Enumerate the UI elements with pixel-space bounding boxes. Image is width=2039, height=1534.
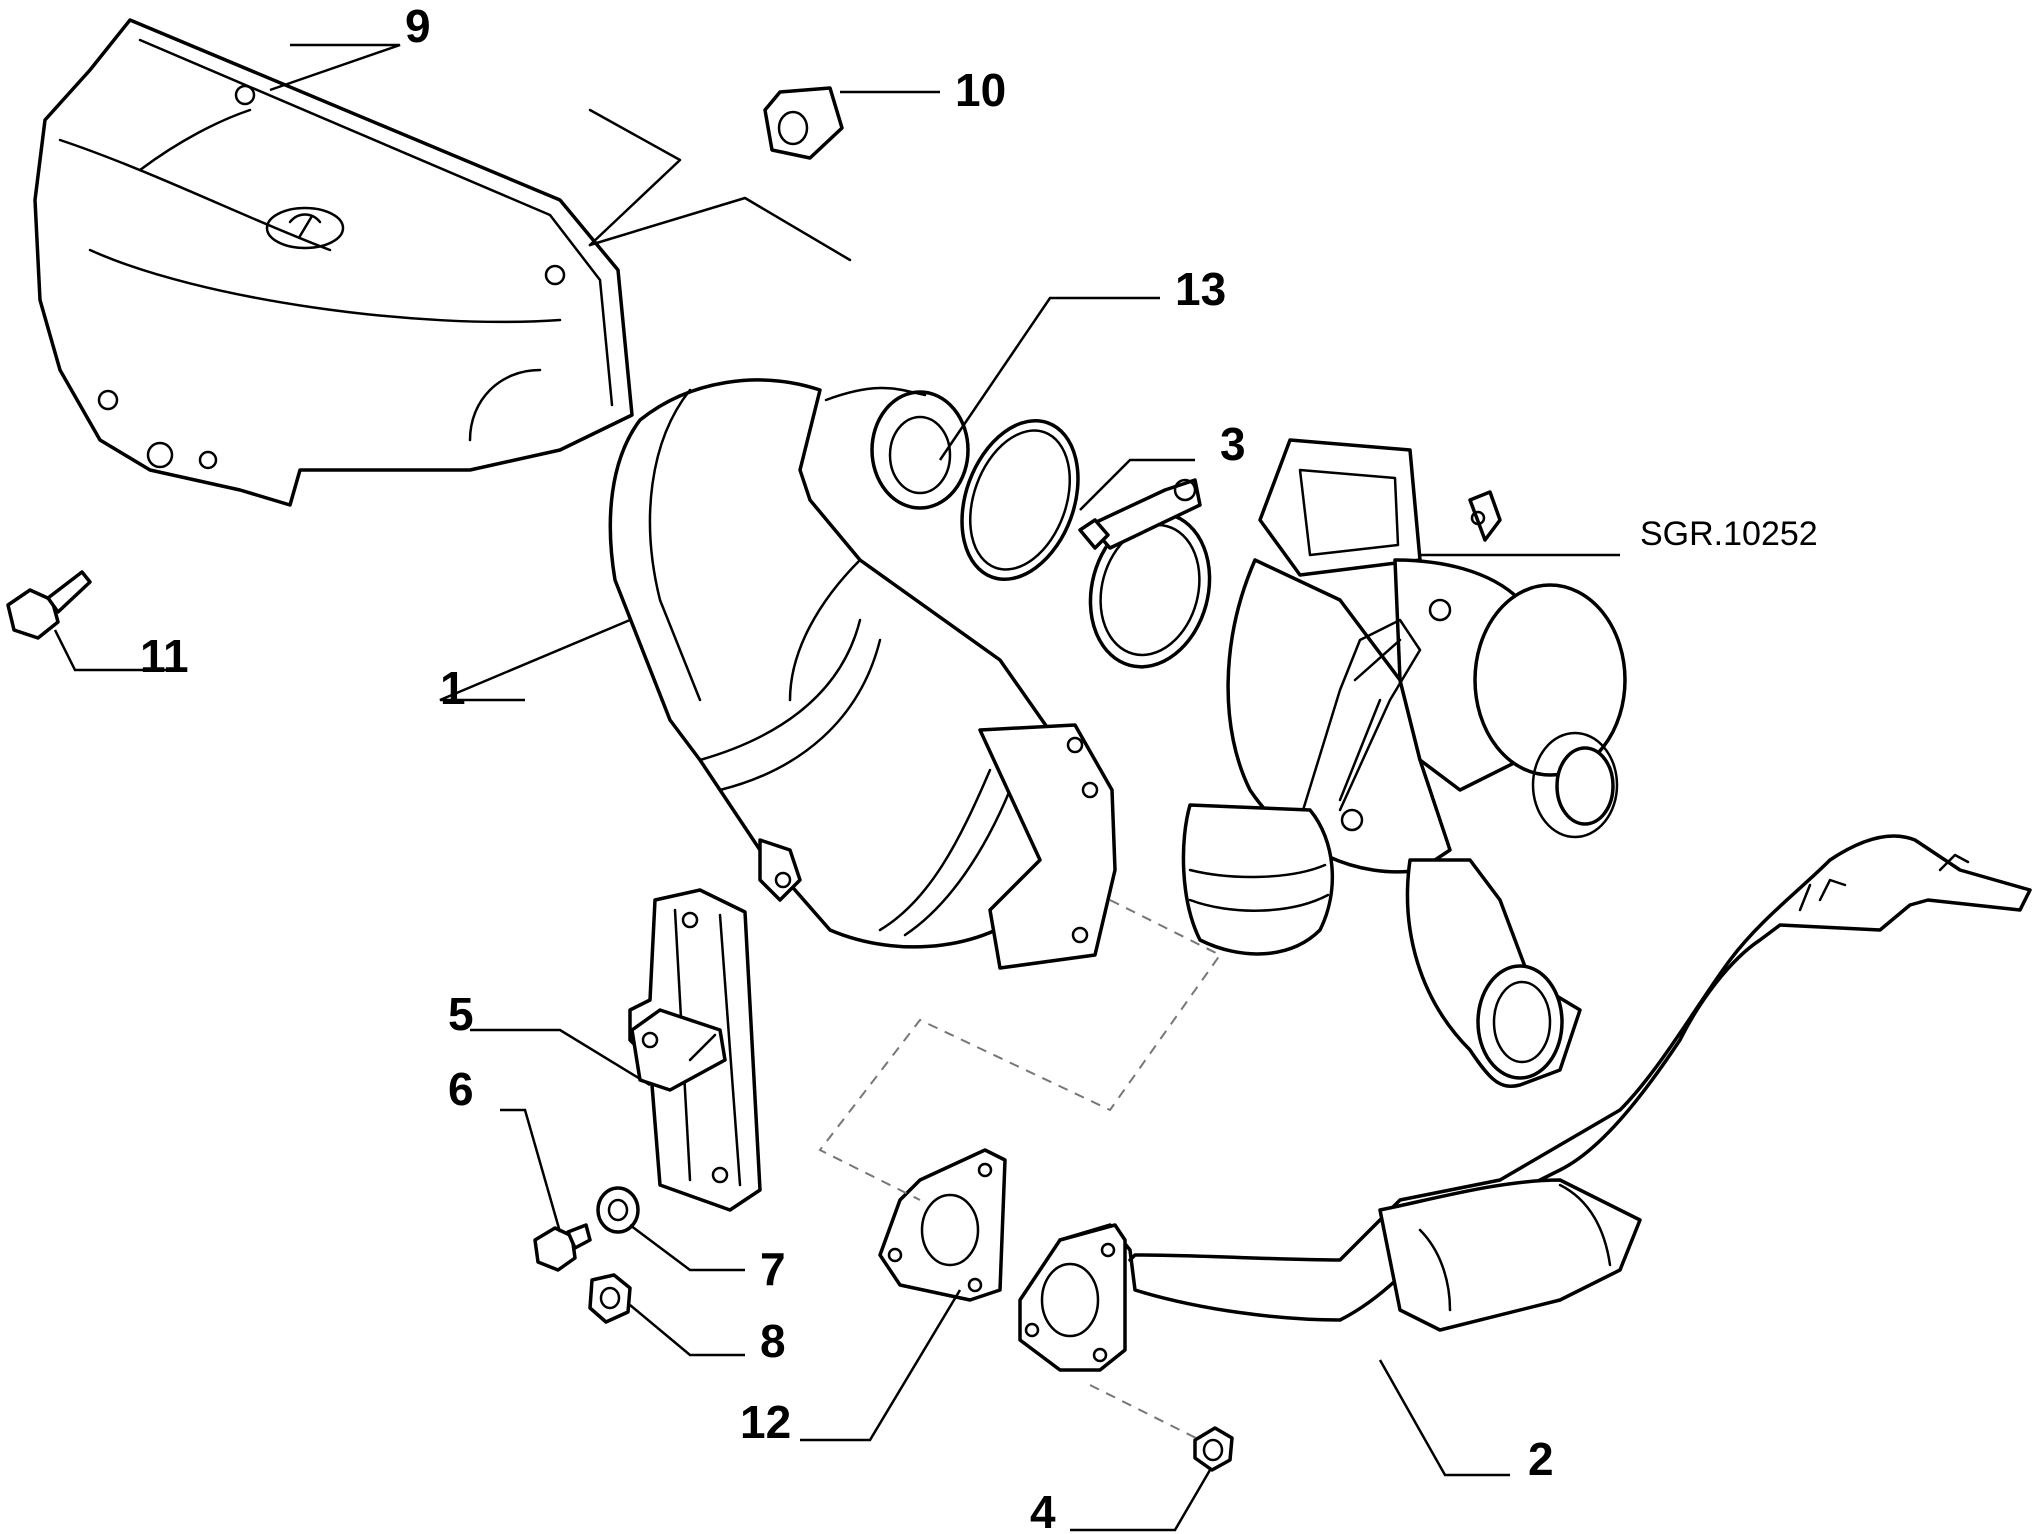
- callout-leader-lines: [53, 43, 1620, 1532]
- assembly-arrow-lines: [588, 108, 852, 262]
- callout-1: 1: [440, 662, 466, 714]
- front-exhaust-pipe-part[interactable]: [1018, 834, 2032, 1372]
- catalytic-converter-part[interactable]: [608, 378, 1117, 970]
- callout-12: 12: [740, 1396, 791, 1448]
- bracket-part[interactable]: [628, 888, 762, 1212]
- clamp-part[interactable]: [1074, 478, 1226, 680]
- callout-labels: 9 10 13 3 SGR.10252 11 1 5 6 7 8 12 2 4: [140, 0, 1818, 1534]
- reference-code: SGR.10252: [1640, 515, 1818, 553]
- callout-4: 4: [1030, 1486, 1056, 1534]
- heat-shield-part[interactable]: [33, 18, 634, 507]
- callout-8: 8: [760, 1315, 786, 1367]
- callout-9: 9: [405, 0, 431, 52]
- flange-gasket-part[interactable]: [878, 1148, 1007, 1302]
- bolt-part-11[interactable]: [6, 570, 92, 640]
- bolt-part-6[interactable]: [533, 1223, 592, 1272]
- callout-5: 5: [448, 988, 474, 1040]
- assembly-dashed-lines: [818, 899, 1222, 1441]
- callout-2: 2: [1528, 1433, 1554, 1485]
- nut-part-8[interactable]: [588, 1273, 632, 1324]
- callout-13: 13: [1175, 263, 1226, 315]
- turbocharger-reference: [1181, 438, 1627, 1088]
- nut-part-4[interactable]: [1193, 1426, 1234, 1472]
- nut-part-10[interactable]: [763, 86, 844, 160]
- callout-11: 11: [140, 630, 189, 682]
- callout-10: 10: [955, 64, 1006, 116]
- washer-part[interactable]: [596, 1186, 640, 1234]
- ring-gasket-part[interactable]: [941, 404, 1099, 595]
- callout-7: 7: [760, 1243, 786, 1295]
- callout-3: 3: [1220, 418, 1246, 470]
- callout-6: 6: [448, 1063, 474, 1115]
